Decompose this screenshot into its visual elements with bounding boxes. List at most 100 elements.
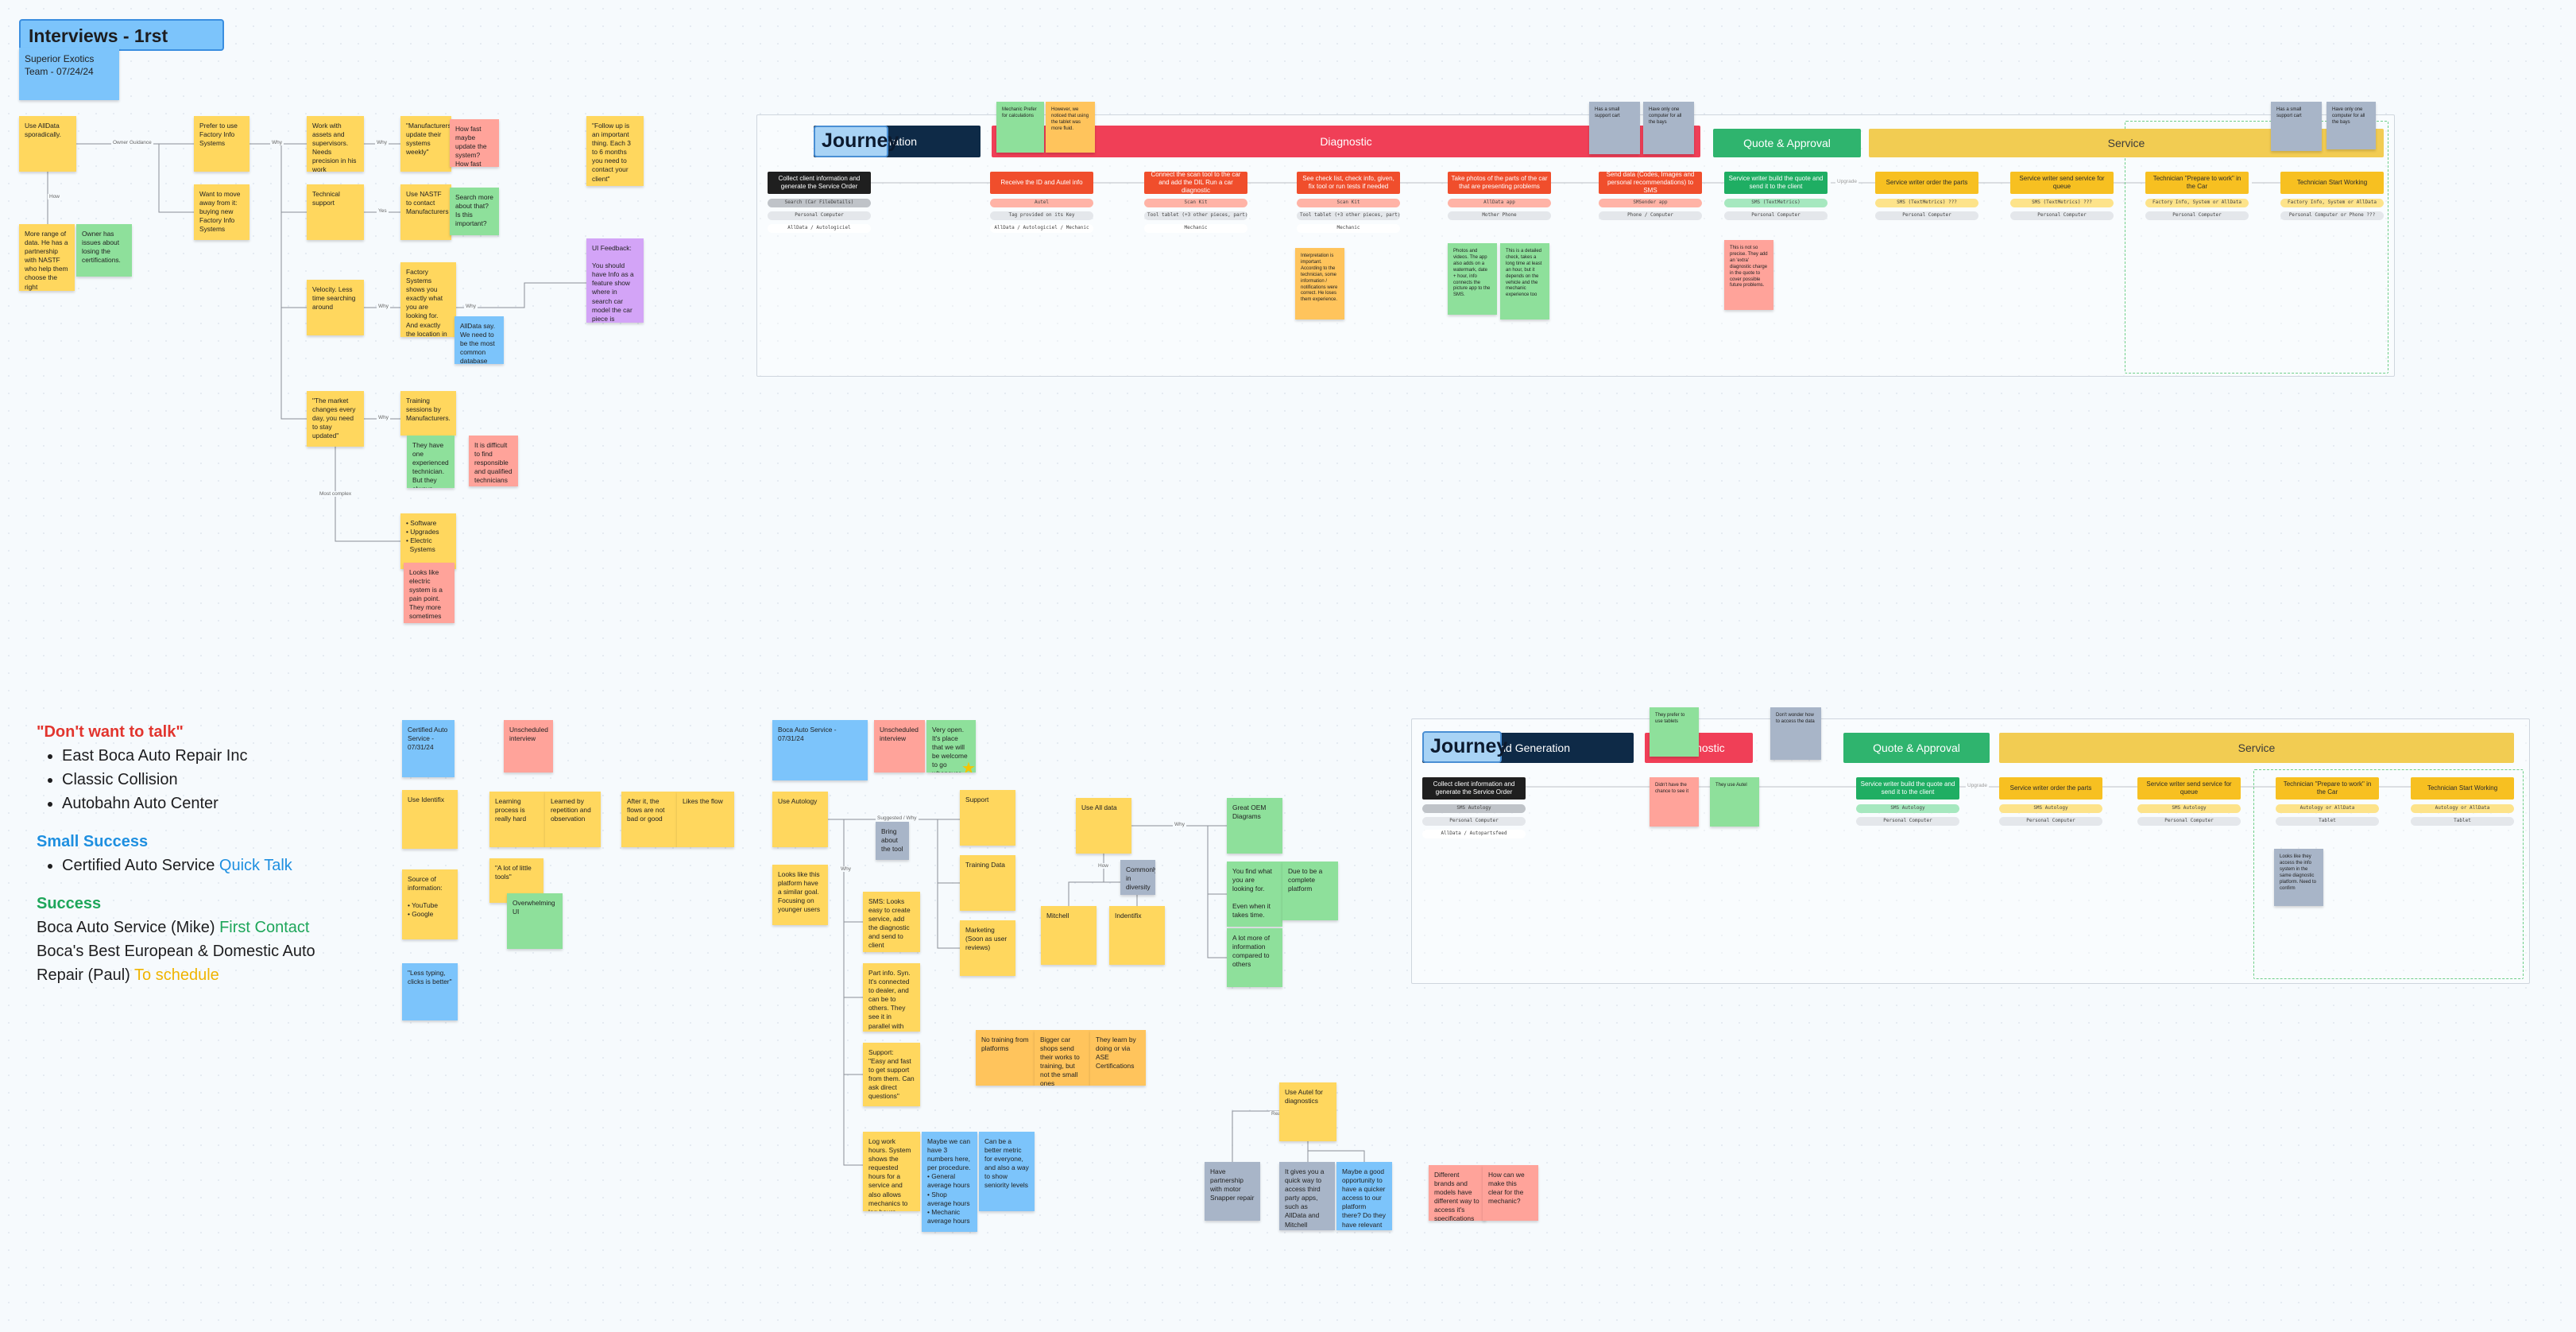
sticky-note[interactable]: Bigger car shops send their works to tra… [1035, 1030, 1090, 1086]
sticky-note[interactable]: UI Feedback: You should have Info as a f… [586, 238, 644, 323]
sticky-note[interactable]: "The market changes every day, you need … [307, 391, 364, 447]
sticky-note[interactable]: Velocity. Less time searching around [307, 280, 364, 335]
sticky-note[interactable]: Learned by repetition and observation [545, 792, 601, 847]
sticky-note[interactable]: Due to be a complete platform [1282, 862, 1338, 920]
sticky-note[interactable]: Unscheduled interview [504, 720, 553, 772]
sticky-note[interactable]: Part info. Syn. It's connected to dealer… [863, 963, 920, 1032]
sticky-note[interactable]: Training sessions by Manufacturers. [400, 391, 456, 436]
sticky-note[interactable]: This is not so precise. They add an 'ext… [1724, 240, 1773, 310]
sticky-note[interactable]: Great OEM Diagrams [1227, 798, 1282, 854]
sticky-note[interactable]: Mitchell [1041, 906, 1097, 965]
journey-step[interactable]: Service writer build the quote and send … [1724, 172, 1828, 194]
sticky-note[interactable]: Use NASTF to contact Manufacturers [400, 184, 451, 240]
journey-step[interactable]: Service writer build the quote and send … [1856, 777, 1959, 800]
sticky-note[interactable]: Maybe a good opportunity to have a quick… [1336, 1162, 1392, 1230]
sticky-note[interactable]: It gives you a quick way to access third… [1279, 1162, 1335, 1230]
sticky-note[interactable]: Use Autology [772, 792, 828, 847]
sticky-note[interactable]: Looks like electric system is a pain poi… [404, 563, 454, 623]
sticky-note[interactable]: • Software • Upgrades • Electric Systems [400, 513, 456, 569]
sticky-note[interactable]: Use Identifix [402, 790, 458, 849]
journey-title[interactable]: Journey [814, 126, 899, 157]
sticky-note[interactable]: They prefer to use tablets [1650, 707, 1699, 757]
sticky-note[interactable]: Use All data [1076, 798, 1131, 854]
sticky-note[interactable]: Want to move away from it: buying new Fa… [194, 184, 249, 240]
sticky-note[interactable]: Can be a better metric for everyone, and… [979, 1132, 1035, 1211]
sticky-note[interactable]: How fast maybe update the system? How fa… [450, 119, 499, 167]
journey-step[interactable]: Collect client information and generate … [768, 172, 871, 194]
sticky-note[interactable]: This is a detailed check, takes a long t… [1500, 243, 1549, 319]
sticky-note[interactable]: Owner has issues about losing the certif… [76, 224, 132, 277]
sticky-note[interactable]: Very open. It's place that we will be we… [926, 720, 976, 772]
sticky-note[interactable]: Support: "Easy and fast to get support f… [863, 1043, 920, 1106]
sticky-note[interactable]: Source of information: • YouTube • Googl… [402, 869, 458, 939]
sticky-note[interactable]: Has a small support cart [2271, 102, 2322, 151]
sticky-note[interactable]: Support [960, 790, 1015, 846]
journey-step[interactable]: See check list, check info, given, fix t… [1297, 172, 1400, 194]
sticky-note[interactable]: AllData say. We need to be the most comm… [454, 316, 504, 364]
sticky-note[interactable]: Have only one computer for all the bays [2327, 102, 2376, 149]
sticky-note[interactable]: Have partnership with motor Snapper repa… [1205, 1162, 1260, 1221]
sticky-note[interactable]: Training Data [960, 855, 1015, 911]
journey-step[interactable]: Service writer send service for queue [2010, 172, 2114, 194]
sticky-note[interactable]: Likes the flow [677, 792, 734, 847]
sticky-note[interactable]: How can we make this clear for the mecha… [1483, 1165, 1538, 1221]
sticky-note[interactable]: Different brands and models have differe… [1429, 1165, 1486, 1221]
sticky-note[interactable]: Marketing (Soon as user reviews) [960, 920, 1015, 976]
sticky-note[interactable]: Interpretation is important. According t… [1295, 248, 1344, 319]
journey-step[interactable]: Technician "Prepare to work" in the Car [2145, 172, 2249, 194]
team-note[interactable]: Superior Exotics Team - 07/24/24 [19, 48, 119, 100]
sticky-note[interactable]: Overwhelming UI [507, 893, 563, 949]
journey-frame-1[interactable] [756, 114, 2395, 377]
sticky-note[interactable]: Indentifix [1109, 906, 1165, 965]
sticky-note[interactable]: A lot more of information compared to ot… [1227, 928, 1282, 987]
sticky-note[interactable]: Work with assets and supervisors. Needs … [307, 116, 364, 172]
sticky-note[interactable]: Commonly in diversity [1120, 860, 1155, 895]
journey-step[interactable]: Service writer order the parts [1999, 777, 2102, 800]
journey-step[interactable]: Take photos of the parts of the car that… [1448, 172, 1551, 194]
journey-step[interactable]: Connect the scan tool to the car and add… [1144, 171, 1247, 194]
sticky-note[interactable]: "Manufacturers update their systems week… [400, 116, 451, 172]
sticky-note[interactable]: Photos and videos. The app also adds on … [1448, 243, 1497, 315]
journey-step[interactable]: Service writer send service for queue [2137, 777, 2241, 800]
sticky-note[interactable]: Log work hours. System shows the request… [863, 1132, 920, 1211]
sticky-note[interactable]: Didn't have the chance to see it [1650, 777, 1699, 827]
sticky-note[interactable]: Use Autel for diagnostics [1279, 1082, 1336, 1141]
journey-step[interactable]: Send data (Codes, Images and personal re… [1599, 171, 1702, 194]
sticky-note[interactable]: They learn by doing or via ASE Certifica… [1090, 1030, 1146, 1086]
journey-step[interactable]: Receive the ID and Autel info [990, 172, 1093, 194]
journey-step[interactable]: Technician "Prepare to work" in the Car [2276, 777, 2379, 800]
sticky-note[interactable]: Factory Systems shows you exactly what y… [400, 262, 456, 337]
sticky-note[interactable]: They have one experienced technician. Bu… [407, 436, 454, 488]
sticky-note[interactable]: Bring about the tool [876, 822, 909, 860]
board-title[interactable]: Interviews - 1rst Round [19, 19, 224, 68]
sticky-note[interactable]: Mechanic Prefer for calculations [996, 102, 1044, 153]
sticky-note[interactable]: "Less typing, clicks is better" [402, 963, 458, 1020]
journey-step[interactable]: Service writer order the parts [1875, 172, 1978, 194]
sticky-note[interactable]: Certified Auto Service - 07/31/24 [402, 720, 454, 777]
sticky-note[interactable]: Have only one computer for all the bays [1643, 102, 1694, 154]
sticky-note[interactable]: You find what you are looking for. Even … [1227, 862, 1282, 927]
sticky-note[interactable]: More range of data. He has a partnership… [19, 224, 75, 291]
sticky-note[interactable]: No training from platforms [976, 1030, 1035, 1086]
sticky-note[interactable]: Maybe we can have 3 numbers here, per pr… [922, 1132, 977, 1232]
sticky-note[interactable]: Has a small support cart [1589, 102, 1640, 154]
sticky-note[interactable]: However, we noticed that using the table… [1046, 102, 1095, 153]
sticky-note[interactable]: They use Autel [1710, 777, 1759, 827]
sticky-note[interactable]: It is difficult to find responsible and … [469, 436, 518, 486]
sticky-note[interactable]: SMS: Looks easy to create service, add t… [863, 892, 920, 952]
sticky-note[interactable]: Boca Auto Service - 07/31/24 [772, 720, 868, 780]
sticky-note[interactable]: Learning process is really hard [489, 792, 545, 847]
sticky-note[interactable]: After it, the flows are not bad or good [621, 792, 677, 847]
journey-title[interactable]: Journey [1422, 731, 1507, 763]
journey-step[interactable]: Collect client information and generate … [1422, 777, 1526, 800]
sticky-note[interactable]: Technical support [307, 184, 364, 240]
sticky-note[interactable]: Search more about that? Is this importan… [450, 188, 499, 235]
sticky-note[interactable]: Don't wonder how to access the data [1770, 707, 1821, 760]
sticky-note[interactable]: "Follow up is an important thing. Each 3… [586, 116, 644, 186]
journey-step[interactable]: Technician Start Working [2280, 172, 2384, 194]
sticky-note[interactable]: Looks like they access the info system i… [2274, 849, 2323, 906]
sticky-note[interactable]: Unscheduled interview [874, 720, 925, 772]
journey-step[interactable]: Technician Start Working [2411, 777, 2514, 800]
sticky-note[interactable]: Looks like this platform have a similar … [772, 865, 828, 925]
